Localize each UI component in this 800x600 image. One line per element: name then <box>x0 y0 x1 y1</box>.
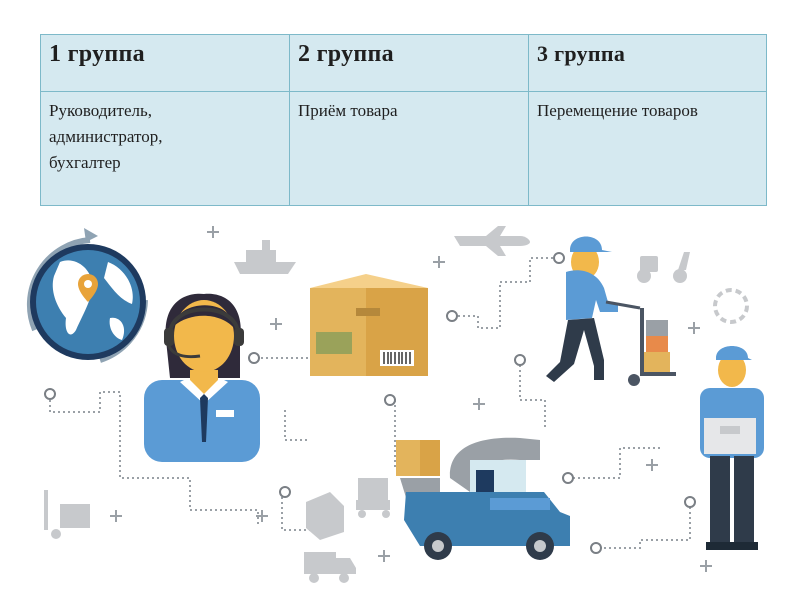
cell-group-2: Приём товара <box>289 91 529 206</box>
worker-with-box <box>700 346 764 550</box>
groups-table: 1 группа 2 группа 3 группа Руководитель,… <box>40 34 767 206</box>
table-body-row: Руководитель, администратор, бухгалтер П… <box>40 91 767 206</box>
courier-with-cart <box>546 236 676 386</box>
hand-truck-icon <box>44 490 90 539</box>
cell-group-3: Перемещение товаров <box>528 91 767 206</box>
globe-icon <box>26 228 148 363</box>
airplane-icon <box>454 226 530 256</box>
forklift-vehicle <box>396 437 570 560</box>
refresh-icon <box>713 288 749 324</box>
header-group-2: 2 группа <box>289 34 529 92</box>
operator-woman <box>144 293 260 462</box>
cart-icon <box>356 478 390 518</box>
cell-group-1: Руководитель, администратор, бухгалтер <box>40 91 290 206</box>
package-box <box>310 274 428 376</box>
plus-signs <box>110 226 712 572</box>
package-box-icon <box>306 492 344 540</box>
header-group-1-label: 1 группа <box>49 41 145 67</box>
ship-icon <box>234 240 296 274</box>
header-group-3-label: 3 группа <box>537 41 626 66</box>
header-group-3: 3 группа <box>528 34 767 92</box>
table-header-row: 1 группа 2 группа 3 группа <box>40 34 767 92</box>
header-group-2-label: 2 группа <box>298 41 394 67</box>
scooter-icon <box>637 252 690 283</box>
logistics-illustration <box>26 226 764 583</box>
header-group-1: 1 группа <box>40 34 290 92</box>
truck-icon <box>304 552 356 583</box>
